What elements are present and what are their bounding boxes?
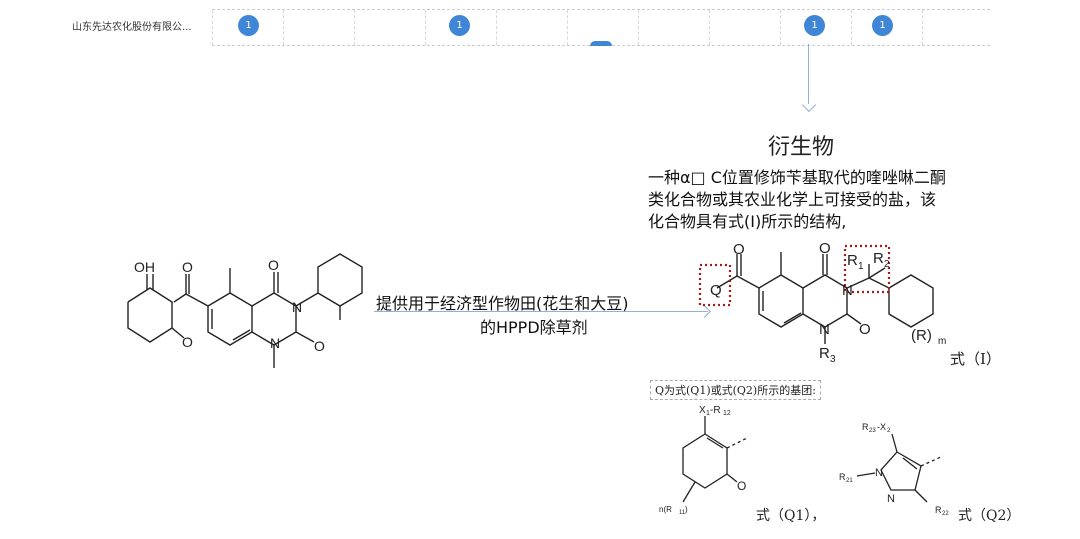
atom-label: R	[839, 472, 846, 482]
left-chemical-structure: OH O O O O N N	[127, 253, 363, 368]
atom-label: O	[314, 338, 325, 354]
atom-label: (R)	[911, 327, 932, 344]
atom-label: O	[182, 334, 193, 350]
atom-label: O	[819, 240, 831, 257]
atom-label: )	[685, 505, 688, 514]
description-line: 一种α□ C位置修饰苄基取代的喹唑啉二酮	[648, 168, 946, 187]
right-arrow-line	[374, 311, 708, 312]
arrow-label-line: 的HPPD除草剂	[480, 318, 588, 337]
grid-cell	[283, 10, 284, 45]
atom-label: R	[862, 422, 869, 432]
grid-cell	[425, 10, 426, 45]
atom-label: 2	[887, 428, 891, 434]
atom-label: -X	[877, 422, 886, 432]
atom-label: OH	[134, 259, 155, 275]
atom-label: m	[938, 336, 946, 347]
description-line: 化合物具有式(I)所示的结构,	[648, 212, 847, 231]
grid-cell	[638, 10, 639, 45]
atom-label: O	[182, 259, 193, 275]
grid-cell	[851, 10, 852, 45]
atom-label: N	[292, 299, 302, 315]
atom-label: 12	[723, 410, 731, 417]
description-line: 类化合物或其农业化学上可接受的盐，该	[648, 190, 937, 209]
atom-label: 1	[706, 410, 710, 417]
atom-label: N	[819, 321, 830, 338]
atom-label: 1	[858, 261, 864, 272]
grid-cell	[780, 10, 781, 45]
atom-label: 3	[830, 354, 836, 365]
count-badge[interactable]: 1	[804, 15, 825, 36]
atom-label: O	[268, 257, 279, 273]
atom-label: N	[842, 282, 853, 299]
formula-i-label: 式（I）	[950, 350, 1001, 368]
atom-label: Q	[710, 282, 722, 299]
atom-label: n(R	[659, 505, 672, 514]
count-badge[interactable]: 1	[872, 15, 893, 36]
atom-label: N	[270, 335, 280, 351]
atom-label: O	[859, 321, 871, 338]
atom-label: N	[875, 467, 883, 479]
grid-cell	[212, 10, 213, 45]
atom-label: N	[887, 493, 895, 505]
atom-label: -R	[710, 405, 721, 416]
grid-cell	[567, 10, 568, 45]
derivative-title: 衍生物	[768, 135, 835, 160]
grid-cell	[922, 10, 923, 45]
atom-label: R	[847, 252, 858, 269]
formula-q1-label: 式（Q1），	[756, 508, 826, 524]
down-arrow-line	[808, 44, 809, 104]
atom-label: 23	[869, 428, 876, 434]
q-group-note: Q为式(Q1)或式(Q2)所示的基团:	[650, 380, 821, 400]
formula-q2-label: 式（Q2）	[958, 508, 1021, 524]
grid-cell	[496, 10, 497, 45]
formula-i-structure: Q O O N N O R 1 R 2 R 3 (R) m	[698, 240, 946, 365]
company-name: 山东先达农化股份有限公...	[72, 22, 192, 33]
atom-label: R	[873, 250, 884, 267]
atom-label: 21	[846, 478, 853, 484]
atom-label: 22	[942, 511, 949, 517]
count-badge[interactable]: 1	[449, 15, 470, 36]
atom-label: R	[935, 505, 942, 515]
atom-label: 11	[679, 510, 686, 516]
partial-badge	[590, 41, 612, 46]
grid-cell	[354, 10, 355, 45]
formula-q1-structure: X 1 -R 12 n(R 11 ) O	[659, 405, 748, 516]
derivative-description: 一种α□ C位置修饰苄基取代的喹唑啉二酮 类化合物或其农业化学上可接受的盐，该 …	[648, 167, 1018, 233]
atom-label: 2	[884, 259, 890, 270]
arrow-label-line: 提供用于经济型作物田(花生和大豆)	[376, 294, 629, 313]
formula-q2-structure: R 23 -X 2 R 21 N N R 22	[839, 422, 949, 517]
atom-label: O	[737, 479, 746, 493]
count-badge[interactable]: 1	[238, 15, 259, 36]
grid-cell	[709, 10, 710, 45]
arrow-down-icon	[801, 97, 817, 113]
atom-label: X	[699, 405, 706, 416]
atom-label: R	[819, 345, 830, 362]
atom-label: O	[733, 241, 745, 258]
